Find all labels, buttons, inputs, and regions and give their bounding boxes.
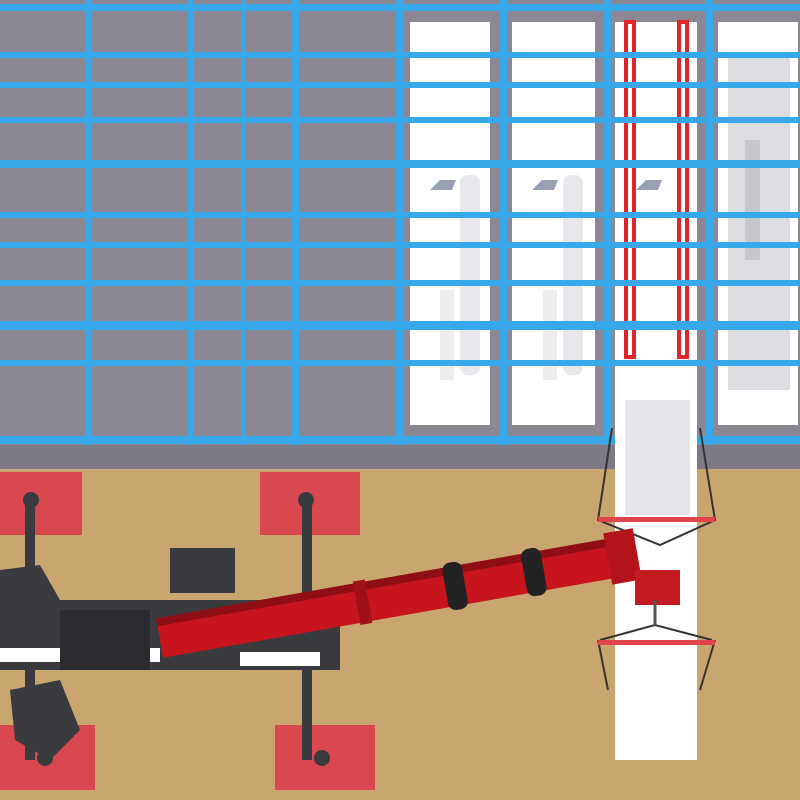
outrigger-pad [0, 472, 82, 535]
crane [0, 492, 680, 766]
outrigger-pads [0, 472, 375, 790]
crane-boom [156, 534, 636, 658]
roof-beams [0, 0, 800, 445]
ladder [624, 20, 689, 359]
